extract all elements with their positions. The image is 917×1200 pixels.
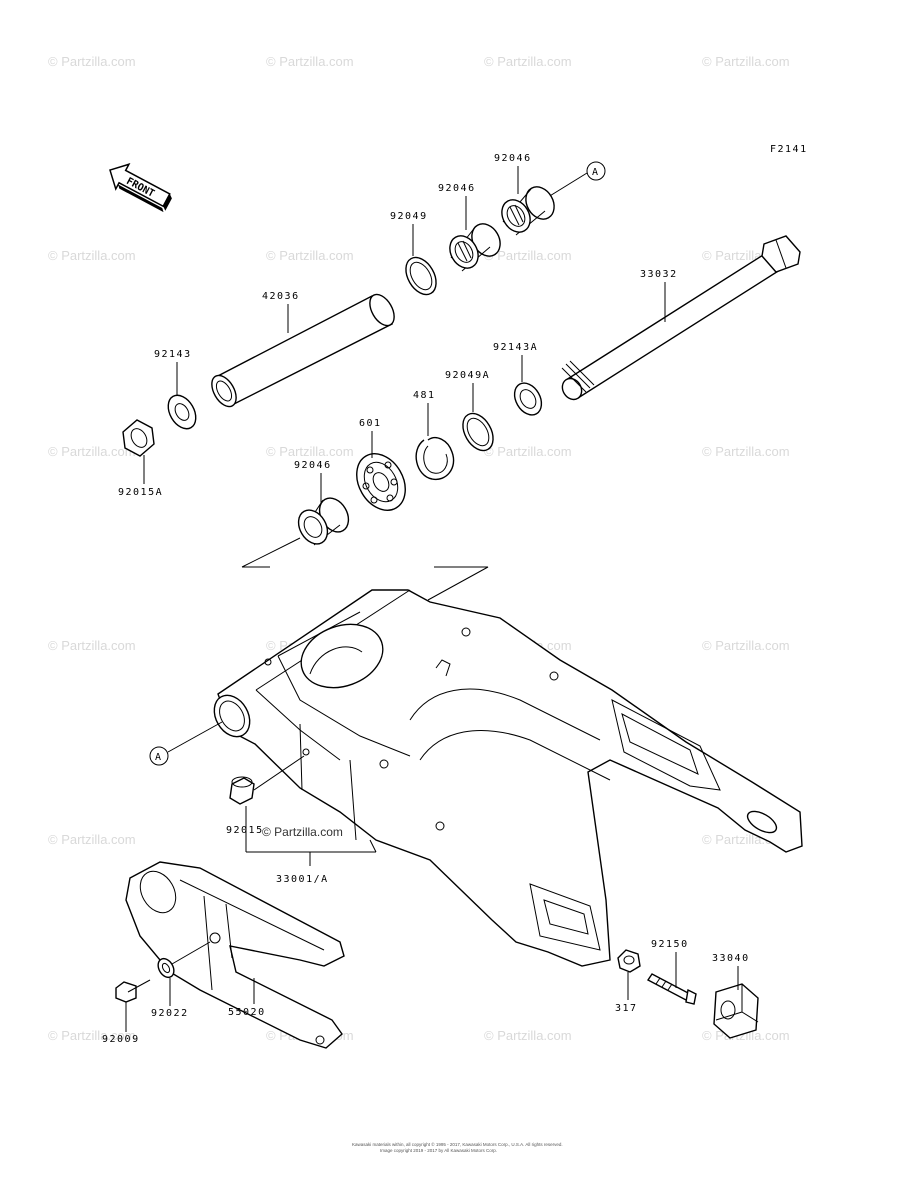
adjuster-block-33040: [713, 983, 759, 1039]
watermark: © Partzilla.com: [262, 825, 343, 839]
watermark: © Partzilla.com: [484, 248, 572, 263]
copyright-line-1: Kawasaki materials within, all copyright…: [352, 1141, 563, 1147]
watermark: © Partzilla.com: [266, 54, 354, 69]
watermark: © Partzilla.com: [48, 248, 136, 263]
part-label-601: 601: [359, 418, 382, 429]
bolt-92009: [115, 979, 151, 1003]
needle-bearing-top: [501, 186, 555, 236]
diagram-text: A: [155, 752, 161, 763]
bolt-92015: [229, 755, 305, 805]
part-label-33040: 33040: [712, 953, 750, 964]
needle-bearing-low: [297, 497, 350, 546]
leader-33001a: [246, 839, 377, 866]
part-label-92046-low: 92046: [294, 460, 332, 471]
watermark: © Partzilla.com: [48, 444, 136, 459]
collar-92143a: [513, 382, 543, 416]
watermark: © Partzilla.com: [484, 1028, 572, 1043]
part-label-317: 317: [615, 1003, 638, 1014]
chain-guard-55020: [125, 861, 345, 1049]
watermark: © Partzilla.com: [702, 54, 790, 69]
diagram-id: F2141: [770, 144, 808, 155]
part-label-92143: 92143: [154, 349, 192, 360]
watermark: © Partzilla.com: [48, 54, 136, 69]
watermark: © Partzilla.com: [48, 1028, 136, 1043]
watermark: © Partzilla.com: [484, 54, 572, 69]
watermark: © Partzilla.com: [702, 444, 790, 459]
front-arrow-icon: FRONT: [109, 163, 172, 213]
part-label-92009: 92009: [102, 1034, 140, 1045]
ball-bearing-601: [356, 453, 406, 511]
callout-a-lower: A: [149, 721, 223, 766]
bolt-92150: [646, 973, 697, 1005]
part-label-92015a: 92015A: [118, 487, 163, 498]
watermark: © Partzilla.com: [702, 638, 790, 653]
nut-317: [617, 949, 641, 973]
part-label-33032: 33032: [640, 269, 678, 280]
watermark: © Partzilla.com: [484, 444, 572, 459]
swingarm-33001: [213, 589, 803, 967]
part-label-481: 481: [413, 390, 436, 401]
part-label-55020: 55020: [228, 1007, 266, 1018]
part-label-92049a: 92049A: [445, 370, 490, 381]
needle-bearing-mid: [449, 223, 501, 272]
part-label-92150: 92150: [651, 939, 689, 950]
part-label-92143a: 92143A: [493, 342, 538, 353]
part-label-92046-top: 92046: [494, 153, 532, 164]
sleeve-42036: [211, 293, 395, 408]
copyright-line-2: Image copyright 2019 - 2017 by All Kawas…: [380, 1148, 497, 1153]
watermark: © Partzilla.com: [266, 444, 354, 459]
part-label-42036: 42036: [262, 291, 300, 302]
collar-92143: [167, 394, 197, 430]
washer-92022: [157, 941, 211, 979]
part-label-92046-mid: 92046: [438, 183, 476, 194]
circlip-481: [415, 436, 455, 481]
pivot-shaft-33032: [561, 235, 801, 401]
section-line-right: [427, 566, 489, 601]
watermark: © Partzilla.com: [48, 832, 136, 847]
part-label-92049: 92049: [390, 211, 428, 222]
oil-seal-92049: [405, 256, 437, 296]
part-label-92015: 92015: [226, 825, 264, 836]
watermark: © Partzilla.com: [48, 638, 136, 653]
part-label-92022: 92022: [151, 1008, 189, 1019]
part-label-33001a: 33001/A: [276, 874, 329, 885]
nut-92015a: [122, 419, 155, 457]
diagram-text: A: [592, 167, 598, 178]
section-line-left: [241, 537, 301, 568]
oil-seal-92049a: [462, 412, 494, 452]
watermark: © Partzilla.com: [266, 248, 354, 263]
